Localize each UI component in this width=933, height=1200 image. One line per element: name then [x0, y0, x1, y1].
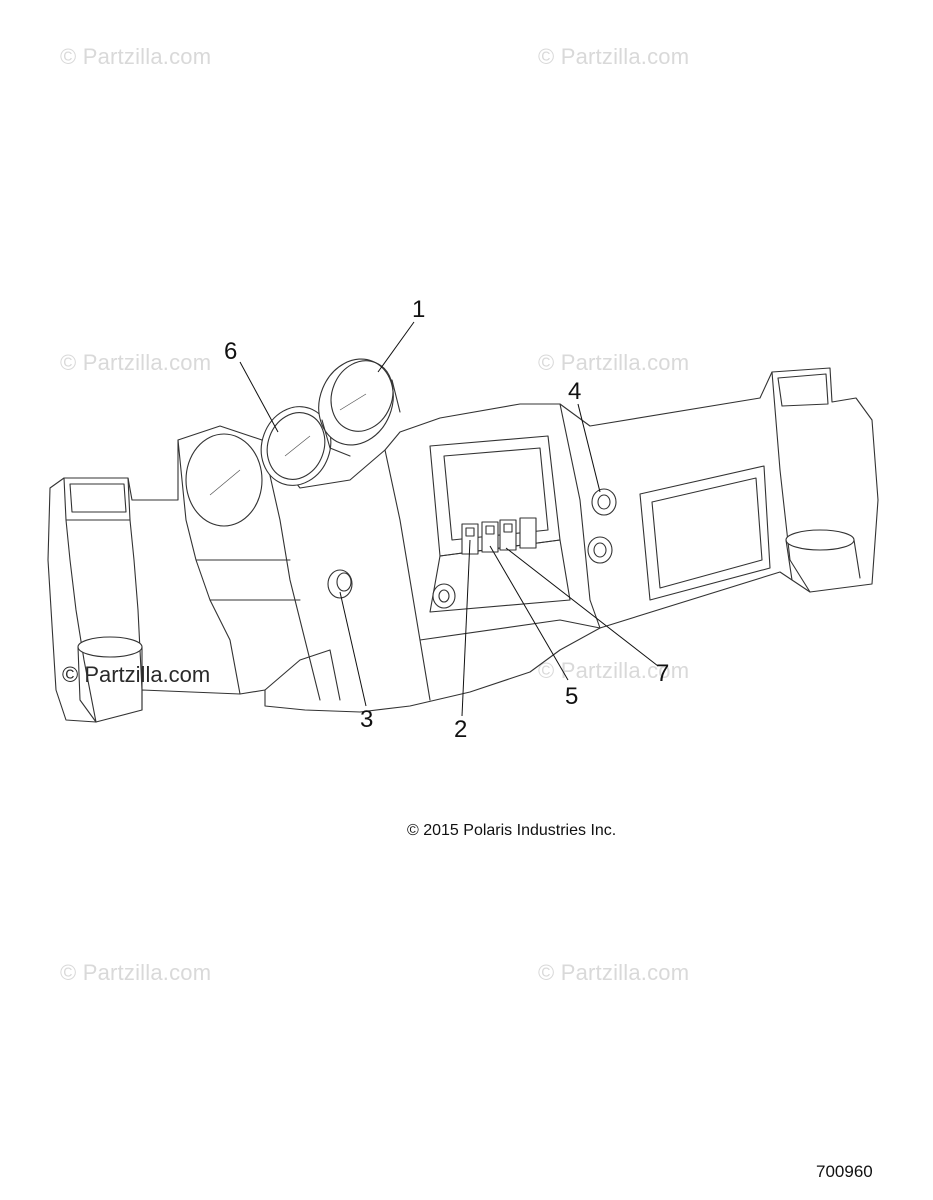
copyright-notice: © 2015 Polaris Industries Inc. [407, 822, 617, 839]
left-gauge-opening [185, 433, 263, 527]
watermark-bottom-right: © Partzilla.com [538, 960, 690, 985]
watermark-overlay: © Partzilla.com [62, 662, 211, 687]
gauge-bezel-6 [260, 406, 332, 486]
leader-4 [577, 403, 601, 493]
accessory-outlet-4 [591, 488, 617, 516]
watermark-bottom-left: © Partzilla.com [60, 960, 212, 985]
watermark-top-right: © Partzilla.com [538, 44, 690, 69]
callout-2: 2 [454, 716, 468, 743]
callout-6: 6 [224, 338, 238, 365]
leader-1 [377, 321, 415, 373]
watermark-lower-right: © Partzilla.com [538, 658, 690, 683]
leader-3 [339, 591, 367, 707]
watermark-mid-left: © Partzilla.com [60, 350, 212, 375]
center-accessory-socket [432, 583, 456, 609]
callout-1: 1 [412, 296, 426, 323]
callout-5: 5 [565, 683, 579, 710]
leader-2 [461, 539, 471, 717]
watermark-top-left: © Partzilla.com [60, 44, 212, 69]
callout-3: 3 [360, 706, 374, 733]
diagram-reference-number: 700960 [816, 1162, 873, 1181]
callout-4: 4 [568, 378, 582, 405]
callout-7: 7 [656, 660, 670, 687]
leader-5 [489, 545, 569, 681]
leader-6 [239, 361, 279, 433]
leader-7 [505, 547, 659, 667]
watermark-mid-right: © Partzilla.com [538, 350, 690, 375]
